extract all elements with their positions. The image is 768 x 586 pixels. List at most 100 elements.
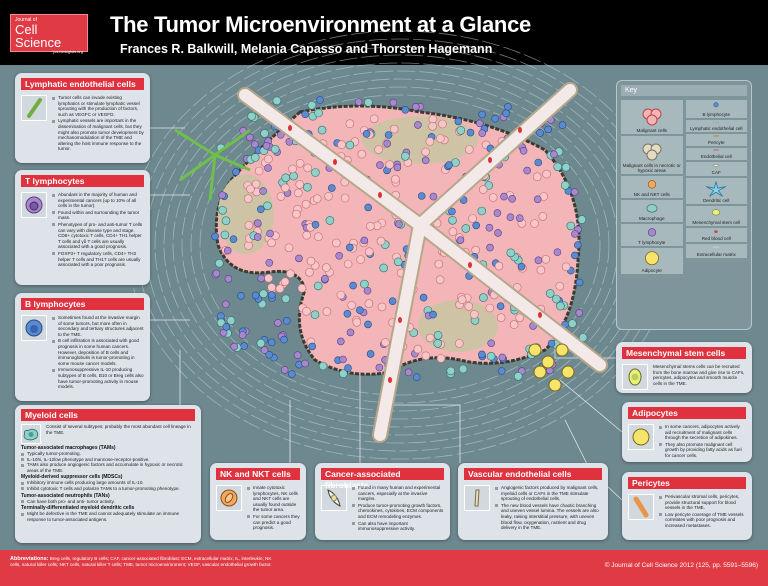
- key-item: Malignant cells in necrotic or hypoxic a…: [621, 136, 683, 174]
- malignant-cell: [532, 172, 542, 181]
- macrophage: [364, 98, 373, 107]
- b-lymphocyte: [388, 297, 397, 306]
- b-lymphocyte: [287, 370, 296, 378]
- red-blood-cells: [288, 125, 542, 383]
- b-lymphocyte: [573, 241, 582, 249]
- key-label: Malignant cells in necrotic or hypoxic a…: [622, 163, 681, 173]
- macrophage: [379, 263, 389, 273]
- key-icon: [647, 180, 656, 189]
- section-heading: Myeloid-derived suppressor cells (MDSCs): [21, 474, 123, 481]
- key-item: B lymphocyte: [685, 100, 747, 118]
- t-lymphocyte: [274, 319, 282, 327]
- key-icon: [713, 102, 719, 108]
- key-item: Lymphatic endothelial cell: [685, 120, 747, 132]
- malignant-cell: [303, 163, 313, 173]
- malignant-cell: [377, 302, 387, 312]
- macrophage: [433, 339, 443, 348]
- t-lymphocyte: [285, 138, 294, 146]
- card-item: Innate cytotoxic lymphocytes, NK cells a…: [247, 485, 300, 513]
- t-lymphocyte: [487, 339, 496, 348]
- key-label: B lymphocyte: [702, 112, 731, 117]
- t-lymphocyte: [515, 214, 524, 222]
- logo-url: jcs.biologists.org: [53, 49, 83, 54]
- malignant-cell: [509, 320, 519, 329]
- key-label: Pericyte: [707, 140, 725, 145]
- b-lymphocyte: [237, 291, 245, 300]
- malignant-cell: [340, 193, 350, 203]
- key-item: Macrophage: [621, 200, 683, 222]
- malignant-cell: [488, 193, 498, 202]
- card-title: Cancer-associated fibroblasts: [321, 468, 444, 490]
- malignant-cell: [295, 180, 305, 189]
- card-item: Found in many human and experimental can…: [352, 485, 444, 502]
- t-lymphocyte: [293, 351, 302, 360]
- malignant-cell: [454, 339, 464, 348]
- macrophage: [561, 162, 571, 172]
- malignant-cell: [391, 174, 400, 184]
- t-lymphocyte: [404, 368, 413, 377]
- macrophage: [313, 281, 323, 291]
- b-lymphocyte: [256, 205, 265, 214]
- malignant-cell: [322, 307, 332, 316]
- key-label: Red blood cell: [701, 236, 731, 241]
- b-lymphocyte: [265, 350, 274, 359]
- t-lymphocyte: [571, 230, 579, 238]
- card-item: Inhibit cytotoxic T cells and polarize T…: [21, 486, 195, 492]
- macrophage: [448, 216, 457, 225]
- t-lymphocyte: [570, 188, 579, 196]
- logo-journal: Journal of: [15, 17, 37, 23]
- macrophage: [221, 216, 231, 225]
- t-lymphocyte: [257, 274, 266, 283]
- malignant-cell: [464, 302, 474, 311]
- malignant-cell: [302, 230, 312, 240]
- t-lymphocyte: [295, 254, 303, 263]
- key-item: Mesenchymal stem cell: [685, 206, 747, 226]
- macrophage: [360, 279, 369, 289]
- t-lymphocyte: [363, 286, 372, 295]
- connector-adipo: [559, 379, 623, 433]
- b-lymphocyte: [251, 291, 260, 300]
- macrophage: [553, 162, 563, 172]
- t-lymphocyte-icon: [21, 192, 47, 218]
- card-item: Typically tumor-promoting.: [21, 451, 195, 457]
- b-lymphocyte: [401, 106, 410, 114]
- t-lymphocyte: [456, 236, 465, 244]
- b-lymphocyte: [517, 262, 526, 271]
- key-icon: [712, 246, 720, 249]
- card-vascular-endothelial-cells: Vascular endothelial cells Angiogenic fa…: [458, 463, 608, 540]
- macrophage: [318, 361, 328, 371]
- section-heading: Terminally-differentiated myeloid dendri…: [21, 505, 135, 512]
- t-lymphocyte: [336, 337, 345, 346]
- key-icon: [647, 228, 656, 237]
- card-item: Lymphatic vessels are important in the d…: [52, 118, 144, 152]
- t-lymphocyte: [360, 236, 369, 245]
- b-lymphocyte: [445, 161, 453, 169]
- malignant-cell: [314, 232, 323, 241]
- macrophage: [281, 294, 291, 304]
- b-lymphocyte: [211, 232, 219, 241]
- malignant-cell: [425, 333, 435, 343]
- malignant-cell: [421, 351, 431, 361]
- adipocyte-cluster: [528, 343, 575, 392]
- card-item: Inhibitory immune cells producing large …: [21, 480, 195, 486]
- macrophage: [506, 248, 516, 258]
- card-nk-nkt-cells: NK and NKT cells Innate cytotoxic lympho…: [210, 463, 306, 540]
- malignant-cell: [436, 134, 445, 143]
- key-icon: [712, 164, 720, 167]
- malignant-cell: [276, 192, 286, 201]
- malignant-cell: [468, 214, 477, 223]
- b-lymphocyte: [344, 364, 352, 372]
- t-lymphocyte: [519, 147, 528, 155]
- card-title: Pericytes: [628, 477, 746, 489]
- macrophage: [338, 369, 348, 379]
- malignant-cell: [267, 238, 276, 248]
- t-lymphocyte: [346, 328, 355, 337]
- t-lymphocyte: [411, 103, 420, 111]
- section-heading: Tumor-associated macrophages (TAMs): [21, 445, 116, 451]
- malignant-cell: [389, 124, 399, 134]
- malignant-cell: [435, 275, 445, 285]
- card-title: T lymphocytes: [21, 175, 144, 187]
- journal-logo[interactable]: Journal of Cell Science jcs.biologists.o…: [10, 14, 88, 54]
- key-icon: [713, 121, 720, 123]
- macrophage: [513, 371, 523, 381]
